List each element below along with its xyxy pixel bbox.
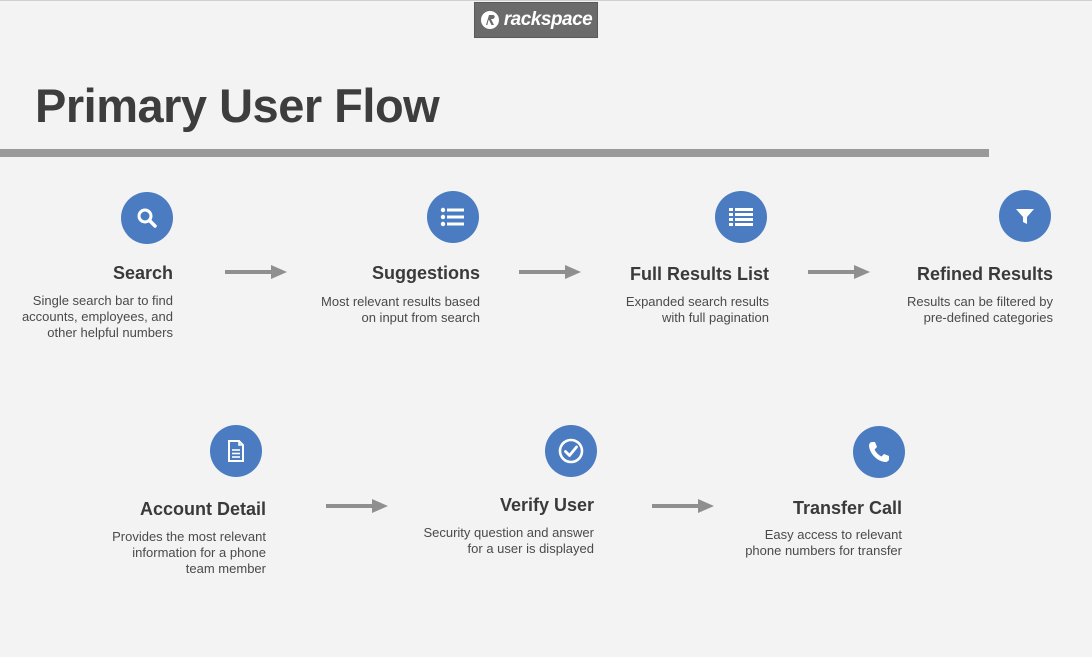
checkmark-icon-circle	[545, 425, 597, 477]
flow-arrow	[652, 499, 714, 513]
title-divider	[0, 149, 989, 157]
step-title: Account Detail	[139, 499, 266, 519]
document-icon	[228, 440, 244, 462]
step-description-line: accounts, employees, and	[21, 309, 173, 324]
step-search: Search Single search bar to find account…	[0, 190, 173, 350]
step-description-line: for a user is displayed	[467, 541, 594, 556]
step-description: Most relevant results based on input fro…	[321, 294, 480, 326]
flow-arrow	[808, 265, 870, 279]
step-full-results-list: Full Results List Expanded search result…	[580, 190, 769, 340]
phone-icon	[869, 442, 889, 462]
top-rule	[0, 0, 1092, 1]
filter-icon-circle	[999, 190, 1051, 242]
checkmark-icon	[558, 438, 584, 464]
step-description: Expanded search results with full pagina…	[626, 294, 769, 326]
step-description-line: with full pagination	[662, 310, 769, 325]
step-description-line: Single search bar to find	[32, 293, 173, 308]
step-description: Single search bar to find accounts, empl…	[22, 293, 173, 341]
step-description-line: information for a phone	[132, 545, 266, 560]
list-icon-circle	[427, 191, 479, 243]
list-detail-icon	[729, 208, 753, 226]
step-description-line: Expanded search results	[625, 294, 769, 309]
step-description-line: other helpful numbers	[47, 325, 173, 340]
step-description-line: Easy access to relevant	[764, 527, 902, 542]
step-suggestions: Suggestions Most relevant results based …	[280, 190, 480, 340]
list-icon	[440, 207, 464, 227]
step-title: Full Results List	[629, 264, 769, 284]
step-description-line: team member	[185, 561, 266, 576]
rackspace-logo-mark-icon	[480, 11, 499, 29]
document-icon-circle	[210, 425, 262, 477]
step-account-detail: Account Detail Provides the most relevan…	[60, 424, 266, 584]
step-title: Transfer Call	[792, 498, 902, 518]
step-description-line: Most relevant results based	[321, 294, 480, 309]
step-description: Security question and answer for a user …	[423, 525, 594, 557]
step-title: Verify User	[499, 495, 594, 515]
step-description: Results can be filtered by pre-defined c…	[907, 294, 1053, 326]
step-title: Suggestions	[371, 263, 480, 283]
step-description-line: on input from search	[361, 310, 480, 325]
search-icon	[137, 208, 157, 228]
search-icon-circle	[121, 192, 173, 244]
step-description-line: Security question and answer	[423, 525, 594, 540]
step-description-line: Results can be filtered by	[907, 294, 1053, 309]
flow-arrow	[519, 265, 581, 279]
step-transfer-call: Transfer Call Easy access to relevant ph…	[720, 424, 905, 574]
page-title: Primary User Flow	[35, 79, 440, 132]
step-description-line: pre-defined categories	[923, 310, 1053, 325]
step-title: Refined Results	[916, 264, 1053, 284]
step-description-line: Provides the most relevant	[112, 529, 266, 544]
step-description-line: phone numbers for transfer	[745, 543, 902, 558]
logo-text: rackspace	[503, 9, 593, 30]
step-title: Search	[112, 263, 173, 283]
phone-icon-circle	[853, 426, 905, 478]
step-refined-results: Refined Results Results can be filtered …	[880, 190, 1053, 340]
rackspace-logo: rackspace	[474, 2, 598, 38]
flow-arrow	[326, 499, 388, 513]
step-verify-user: Verify User Security question and answer…	[400, 424, 597, 574]
list-detail-icon-circle	[715, 191, 767, 243]
filter-icon	[1016, 209, 1034, 224]
step-description: Easy access to relevant phone numbers fo…	[745, 527, 902, 559]
flow-arrow	[225, 265, 287, 279]
step-description: Provides the most relevant information f…	[112, 529, 266, 577]
